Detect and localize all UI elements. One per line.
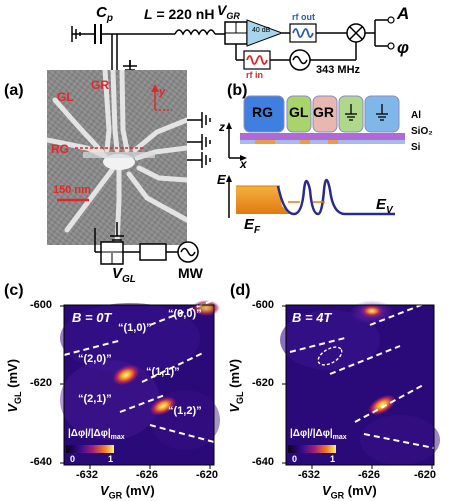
colorbar-b0-max: 1 <box>108 454 114 464</box>
colorbar-b0-label: |Δφ|/|Δφ|max <box>68 428 125 441</box>
sem-label-rg: RG <box>51 142 69 156</box>
colorbar-b4-max: 1 <box>330 454 336 464</box>
hotspot-b4-top <box>361 305 383 317</box>
map-b4-ytick-600: -600 <box>252 299 275 311</box>
sem-label-gl: GL <box>57 90 74 104</box>
band-fermi-fill <box>236 186 290 214</box>
colorbar-b4 <box>288 445 336 453</box>
layer-label-sio2: SiO₂ <box>411 126 433 137</box>
output-a-label: A <box>397 4 410 23</box>
gate-gl <box>286 95 312 133</box>
gate-rg <box>243 95 285 133</box>
sem-image: GL GR RG y 150 nm <box>47 70 187 245</box>
state-20: “(2,0)” <box>78 353 112 365</box>
layer-label-al: Al <box>411 110 421 121</box>
map-b0-xtick-620: -620 <box>196 469 219 481</box>
inductor-coil <box>174 29 216 36</box>
mw-label: MW <box>178 265 203 281</box>
ground-symbol-left <box>71 26 95 42</box>
vgr-label: VGR <box>217 2 240 21</box>
colorbar-b4-label: |Δφ|/|Δφ|max <box>290 428 347 441</box>
state-00: “(0,0)” <box>168 308 202 320</box>
map-b0-field: B = 0T <box>72 310 112 325</box>
map-b4-ylabel: VGL (mV) <box>227 358 245 413</box>
colorbar-b0-min: 0 <box>70 454 76 464</box>
map-b4-xtick-620: -620 <box>414 469 437 481</box>
rf-in-label: rf in <box>246 70 263 80</box>
state-11: “(1,1)” <box>146 366 180 378</box>
colorbar-b4-min: 0 <box>292 454 298 464</box>
rf-out-label: rf out <box>292 12 315 22</box>
axis-label-e: E <box>217 172 226 187</box>
panel-label-c: (c) <box>4 282 24 299</box>
axis-label-x: x <box>240 157 247 171</box>
state-12: “(1,2)” <box>168 405 202 417</box>
gate-label-gr: GR <box>313 104 334 120</box>
vgl-label: VGL <box>112 265 136 285</box>
output-terminal-phi <box>387 42 395 50</box>
sem-label-gr: GR <box>91 78 109 92</box>
amplifier-gain-label: 40 dB <box>252 27 271 34</box>
map-b4-ytick-620: -620 <box>252 377 275 389</box>
hotspot-b0-21-12 <box>149 396 177 416</box>
sem-axis-y: y <box>159 86 166 98</box>
map-b4-field: B = 4T <box>292 310 332 325</box>
gate-gr <box>312 95 338 133</box>
panel-label-d: (d) <box>230 282 251 299</box>
map-b4-ytick-640: -640 <box>252 456 275 468</box>
map-b0-xtick-632: -632 <box>76 469 99 481</box>
capacitor-cp <box>94 24 175 44</box>
amplifier-40db <box>246 19 284 47</box>
layer-label-si: Si <box>411 142 421 153</box>
inductor-label: L = 220 nH <box>144 6 215 22</box>
state-21: “(2,1)” <box>78 393 112 405</box>
map-b0-ytick-600: -600 <box>30 299 53 311</box>
map-b0-xtick-626: -626 <box>136 469 159 481</box>
hotspot-b0-20-11 <box>112 364 140 386</box>
axis-label-z: z <box>219 120 225 134</box>
rf-frequency-label: 343 MHz <box>316 64 361 76</box>
panel-label-a: (a) <box>4 82 24 99</box>
map-b0-ytick-640: -640 <box>30 456 53 468</box>
missing-transition-ellipse <box>317 346 343 366</box>
gate-label-gl: GL <box>289 104 309 120</box>
output-phi-label: φ <box>397 38 409 57</box>
map-b4-xlabel: VGR (mV) <box>322 483 377 501</box>
sio2-layer <box>240 133 405 140</box>
panel-label-b: (b) <box>227 82 248 99</box>
gate-label-rg: RG <box>252 104 273 120</box>
map-b0-ytick-620: -620 <box>30 377 53 389</box>
sem-scale-label: 150 nm <box>53 184 91 196</box>
valence-band-label: EV <box>376 196 393 216</box>
colorbar-b0 <box>66 445 114 453</box>
map-b0-xlabel: VGR (mV) <box>100 483 155 501</box>
map-b4-xtick-626: -626 <box>358 469 381 481</box>
output-terminal-a <box>387 16 395 24</box>
state-10: “(1,0)” <box>118 322 152 334</box>
map-b4-xtick-632: -632 <box>298 469 321 481</box>
valence-band-edge <box>276 178 395 216</box>
capacitor-label: Cp <box>96 4 113 24</box>
fermi-level-label: EF <box>244 216 261 236</box>
